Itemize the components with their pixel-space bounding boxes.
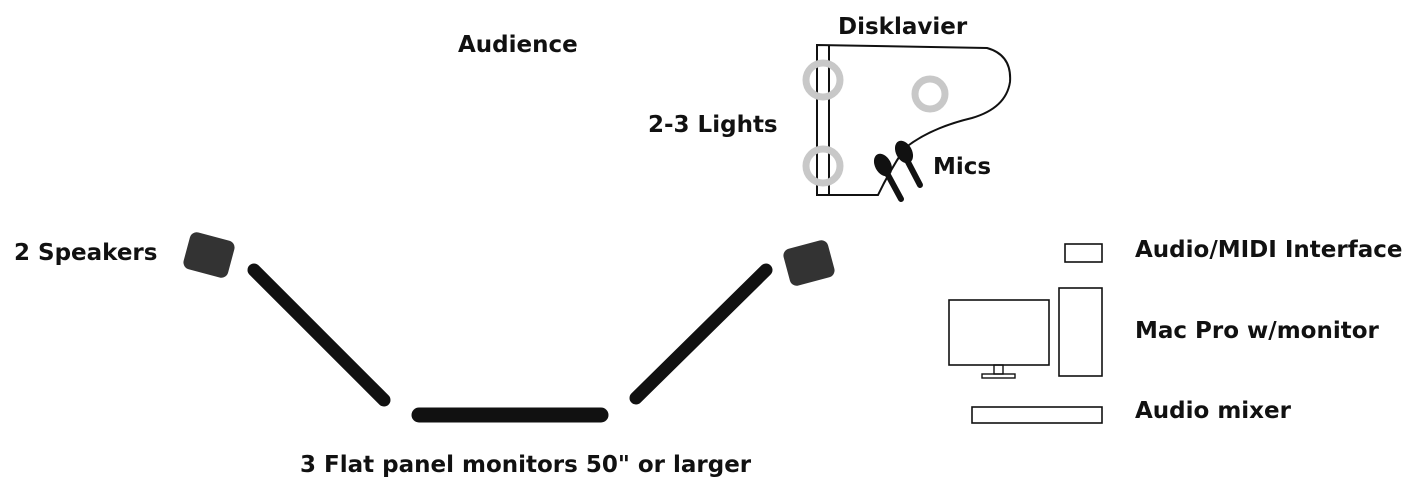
audience-label: Audience <box>458 32 578 58</box>
lights-label: 2-3 Lights <box>648 112 778 138</box>
flat-panel-monitor-icon <box>629 263 773 405</box>
interface-label: Audio/MIDI Interface <box>1135 237 1402 263</box>
lights-group: 2-3 Lights <box>648 59 844 187</box>
mics-label: Mics <box>933 154 991 180</box>
piano-light-icon <box>911 75 949 113</box>
computer-label: Mac Pro w/monitor <box>1135 318 1380 344</box>
speaker-icon <box>183 232 235 278</box>
flat-panel-monitor-icon <box>247 263 391 407</box>
mixer-icon <box>971 406 1103 424</box>
tower-case <box>1058 287 1103 377</box>
display-base <box>981 373 1016 379</box>
interface-group: Audio/MIDI Interface <box>1064 237 1402 263</box>
display-stand <box>993 364 1004 375</box>
disklavier-label: Disklavier <box>838 14 968 40</box>
computer-group: Mac Pro w/monitor <box>948 287 1380 379</box>
mixer-label: Audio mixer <box>1135 398 1292 424</box>
speakers-label: 2 Speakers <box>14 240 157 266</box>
ring-light-icon <box>802 145 844 187</box>
microphone-icon <box>894 140 923 188</box>
speakers-group: 2 Speakers <box>14 232 835 286</box>
desktop-computer-icon <box>948 287 1103 379</box>
mics-group: Mics <box>873 140 991 202</box>
speaker-icon <box>783 240 835 286</box>
disklavier-piano: Disklavier <box>816 14 1012 196</box>
microphone-icon <box>873 153 904 202</box>
audio-interface-icon <box>1064 243 1103 263</box>
ring-light-icon <box>802 59 844 101</box>
display-screen <box>948 299 1050 366</box>
monitors-label: 3 Flat panel monitors 50" or larger <box>300 452 752 478</box>
mixer-group: Audio mixer <box>971 398 1292 424</box>
monitors-group: 3 Flat panel monitors 50" or larger <box>247 263 773 478</box>
